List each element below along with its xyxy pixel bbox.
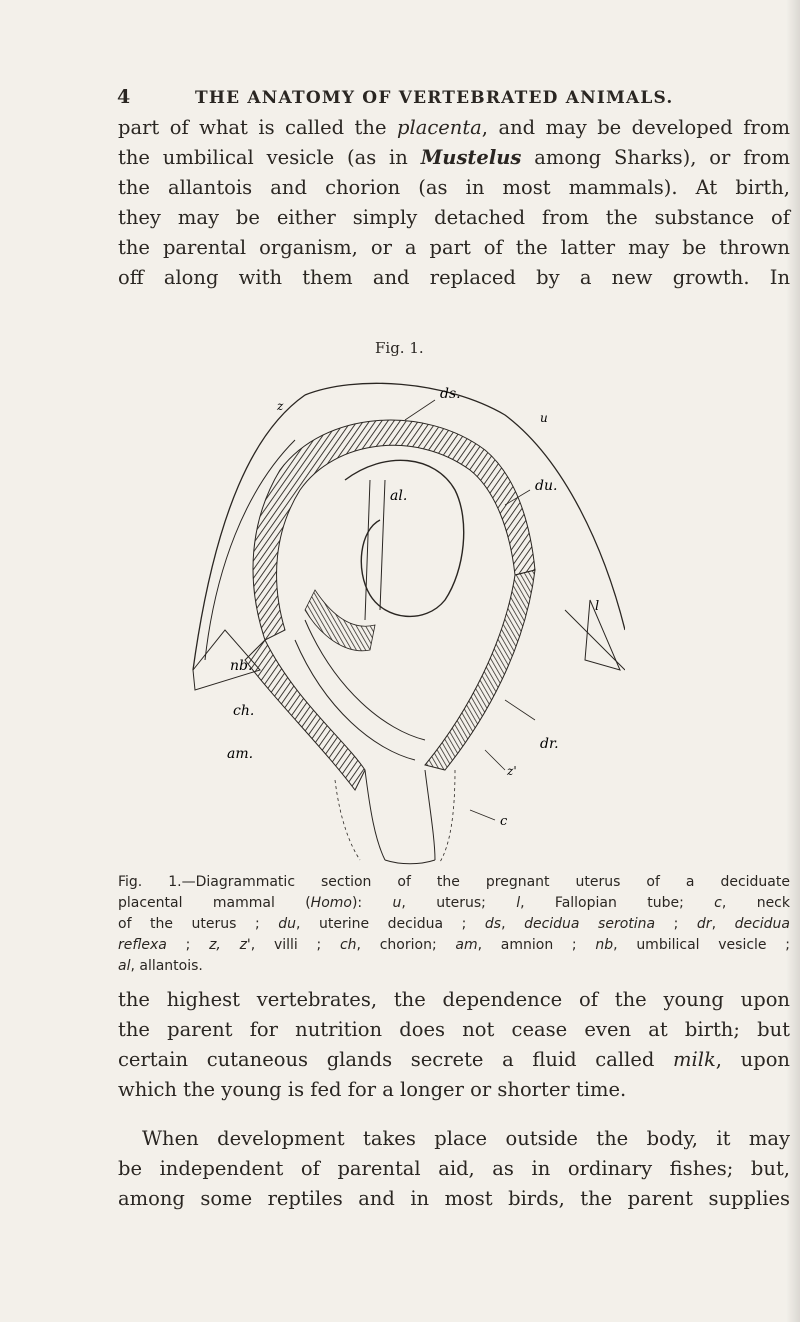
uterus-outline: [192, 382, 626, 671]
caption-line: Fig. 1.—Diagrammatic section of the preg…: [118, 874, 790, 890]
page-edge-shadow: [786, 0, 800, 1322]
cervix: [364, 769, 436, 865]
chorion-line: [304, 619, 426, 741]
paragraph-1: part of what is called the placenta, and…: [118, 113, 790, 293]
text-line: certain cutaneous glands secrete a fluid…: [118, 1048, 790, 1071]
text-line: off along with them and replaced by a ne…: [118, 266, 790, 289]
text-line: the parent for nutrition does not cease …: [118, 1018, 790, 1041]
text-line: When development takes place outside the…: [142, 1127, 790, 1150]
figure-heading: Fig. 1.: [375, 339, 424, 357]
decidua-band: [252, 419, 536, 641]
page-number: 4: [117, 86, 132, 108]
label-c: c: [500, 814, 508, 829]
embryo-shading: [304, 589, 376, 652]
label-nb: nb.: [230, 658, 252, 674]
label-dr: dr.: [540, 736, 559, 752]
text-line: part of what is called the placenta, and…: [118, 116, 790, 139]
text-line: the umbilical vesicle (as in Mustelus am…: [118, 146, 790, 169]
label-l: l: [595, 599, 599, 614]
text-line: be independent of parental aid, as in or…: [118, 1157, 790, 1180]
uterus-section-diagram: ds. z u du. al. l nb. ch. am. dr. z' c: [185, 370, 626, 874]
label-du: du.: [535, 478, 557, 494]
text-line: the parental organism, or a part of the …: [118, 236, 790, 259]
text-line: the allantois and chorion (as in most ma…: [118, 176, 790, 199]
label-u: u: [540, 411, 548, 425]
embryo-body: [344, 459, 465, 618]
text-line: which the young is fed for a longer or s…: [118, 1078, 627, 1101]
label-am: am.: [227, 746, 253, 762]
paragraph-3: When development takes place outside the…: [118, 1124, 790, 1214]
label-ch: ch.: [233, 703, 254, 719]
running-title: THE ANATOMY OF VERTEBRATED ANIMALS.: [195, 88, 674, 108]
fallopian-tube-right: [584, 599, 621, 671]
label-ds: ds.: [440, 386, 461, 402]
text-line: they may be either simply detached from …: [118, 206, 790, 229]
paragraph-2: the highest vertebrates, the dependence …: [118, 985, 790, 1105]
label-al: al.: [390, 488, 407, 504]
uterus-inner-line: [204, 439, 296, 661]
figure-caption: Fig. 1.—Diagrammatic section of the preg…: [118, 872, 790, 977]
text-line: the highest vertebrates, the dependence …: [118, 988, 790, 1011]
caption-line: of the uterus ; du, uterine decidua ; ds…: [118, 916, 791, 932]
uterine-wall-left: [244, 639, 366, 791]
uterine-wall-right: [424, 569, 536, 771]
amnion-line: [294, 639, 416, 761]
label-z2: z': [506, 764, 517, 778]
allantois-stalk: [364, 479, 386, 621]
caption-line: reflexa ; z, z', villi ; ch, chorion; am…: [118, 937, 790, 953]
caption-line: placental mammal (Homo): u, uterus; l, F…: [118, 895, 790, 911]
caption-line: al, allantois.: [118, 958, 203, 974]
label-z: z: [276, 399, 284, 413]
text-line: among some reptiles and in most birds, t…: [118, 1187, 790, 1210]
